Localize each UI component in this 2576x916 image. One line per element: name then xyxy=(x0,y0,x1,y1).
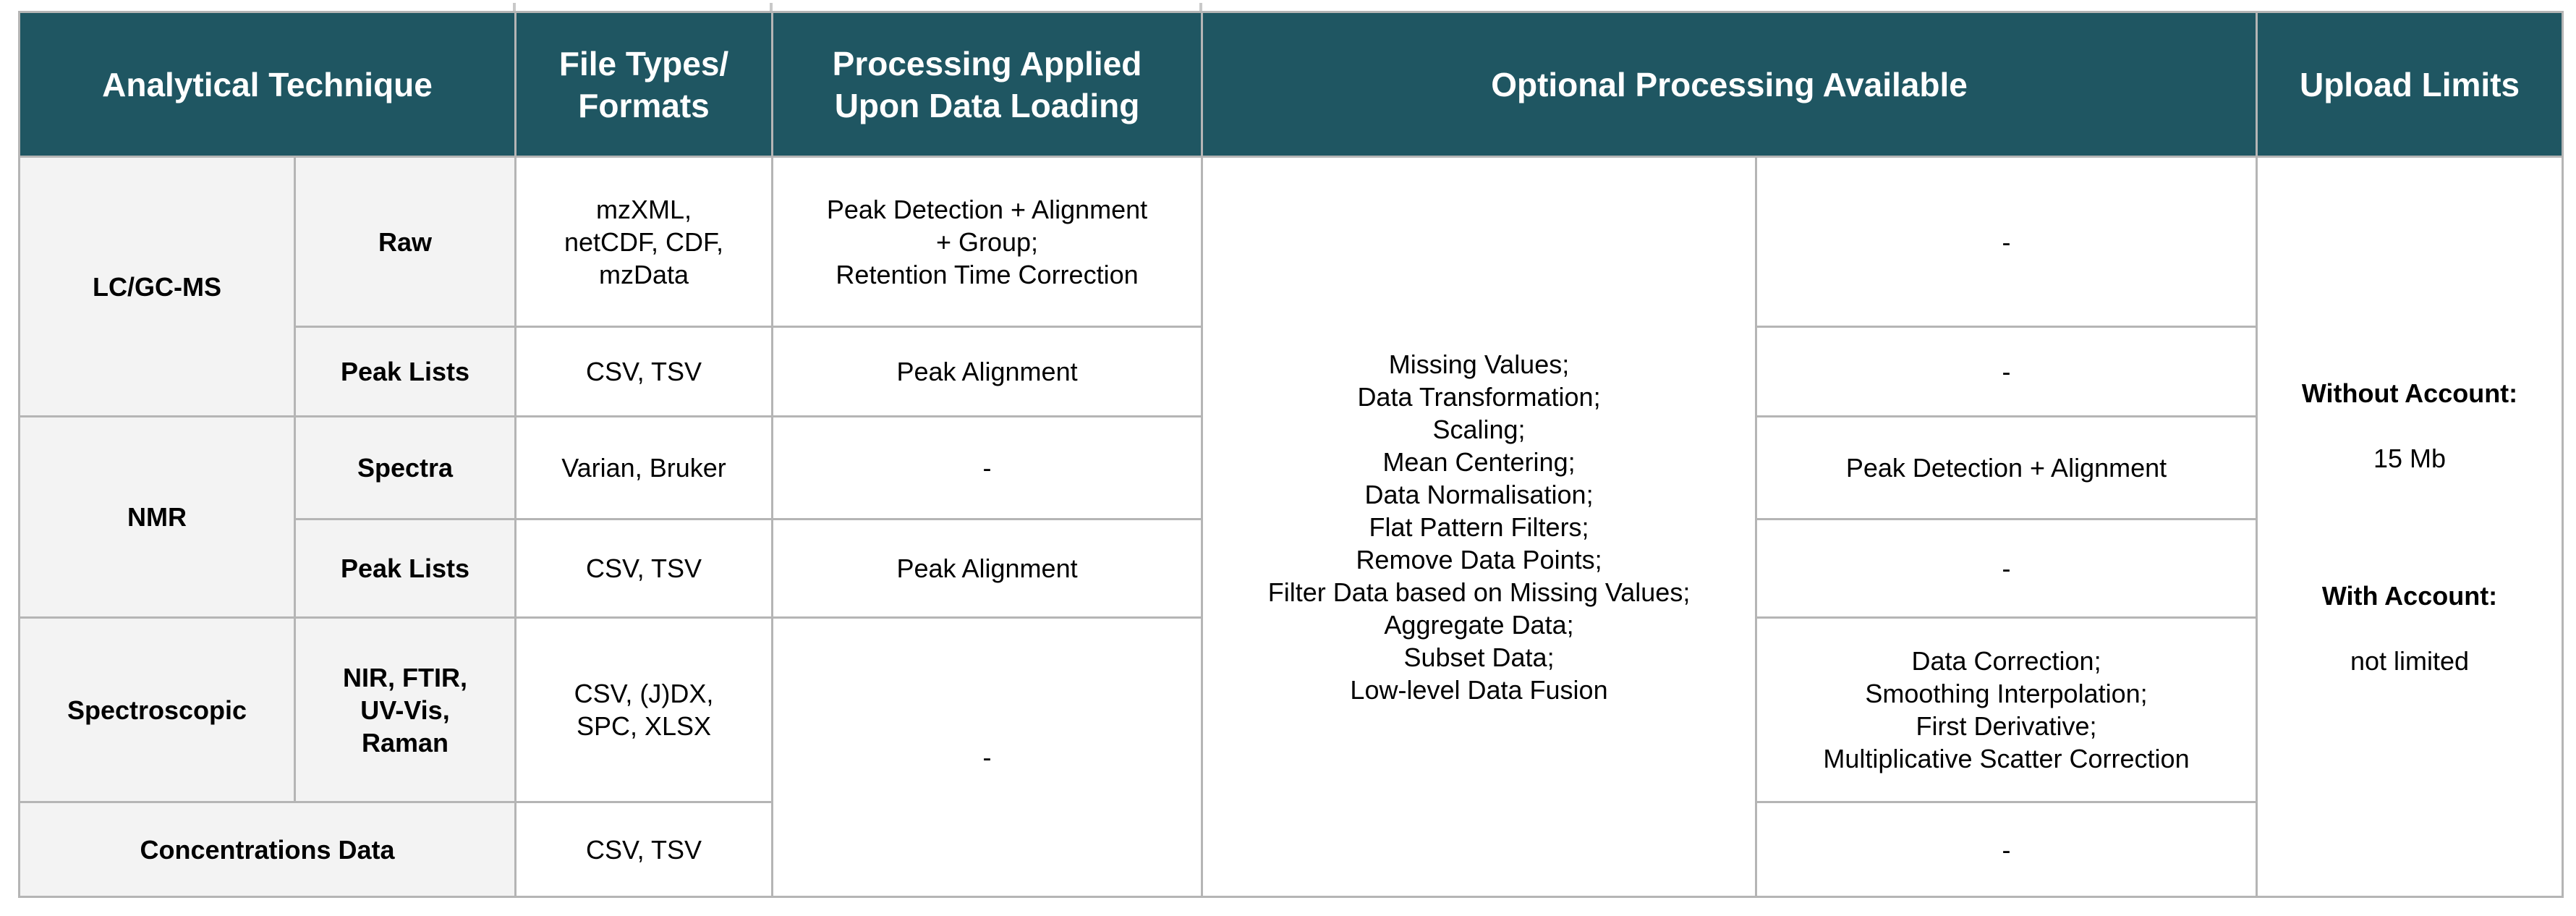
header-optional-processing: Optional Processing Available xyxy=(1201,11,2258,158)
header-upload-limits: Upload Limits xyxy=(2256,11,2564,158)
row-spectroscopic: Spectroscopic NIR, FTIR, UV-Vis, Raman C… xyxy=(18,616,2563,898)
cell-concentrations-file-types: CSV, TSV xyxy=(514,801,774,898)
cell-nmr-peak-lists-label: Peak Lists xyxy=(293,518,517,619)
cell-lcgcms-peak-lists-file-types: CSV, TSV xyxy=(514,326,774,417)
cell-lcgcms-raw-file-types: mzXML, netCDF, CDF, mzData xyxy=(514,156,774,328)
row-concentrations: Concentrations Data CSV, TSV - xyxy=(17,801,2563,898)
cell-concentrations-optional-extra: - xyxy=(1755,801,2258,898)
cell-lcgcms-peak-lists-on-load: Peak Alignment xyxy=(771,326,1204,417)
header-processing-applied: Processing Applied Upon Data Loading xyxy=(771,11,1204,158)
row-nmr-spectra: NMR Spectra Varian, Bruker - Peak Detect… xyxy=(18,415,2563,619)
cell-optional-common: Missing Values; Data Transformation; Sca… xyxy=(1201,156,1758,898)
header-row: Analytical Technique File Types/ Formats… xyxy=(17,11,2564,158)
cell-nmr-peak-lists-on-load: Peak Alignment xyxy=(771,518,1204,619)
cell-nmr-label: NMR xyxy=(18,415,296,619)
upload-formats-table: Analytical Technique File Types/ Formats… xyxy=(17,11,2564,898)
cell-spectroscopic-label: Spectroscopic xyxy=(18,616,296,803)
upload-limit-without-account-label: Without Account: xyxy=(2301,378,2518,408)
cell-lcgcms-label: LC/GC-MS xyxy=(18,156,296,417)
header-analytical-technique: Analytical Technique xyxy=(17,11,517,158)
row-lcgcms-raw: LC/GC-MS Raw mzXML, netCDF, CDF, mzData … xyxy=(18,156,2564,898)
row-nmr-peak-lists: Peak Lists CSV, TSV Peak Alignment - xyxy=(20,518,2563,619)
cell-spectroscopic-optional-extra: Data Correction; Smoothing Interpolation… xyxy=(1755,616,2258,803)
cell-lcgcms-raw-optional-extra: - xyxy=(1755,156,2258,328)
cell-lcgcms-peak-lists-optional-extra: - xyxy=(1755,326,2258,417)
upload-limit-without-account-value: 15 Mb xyxy=(2373,443,2447,473)
spacer xyxy=(2268,507,2551,547)
column-grid-tick xyxy=(770,3,773,12)
cell-lcgcms-raw-label: Raw xyxy=(293,156,517,328)
cell-nmr-peak-lists-optional-extra: - xyxy=(1755,518,2258,619)
cell-nmr-peak-lists-file-types: CSV, TSV xyxy=(514,518,774,619)
row-lcgcms-peak-lists: Peak Lists CSV, TSV Peak Alignment - xyxy=(20,326,2563,417)
cell-nmr-spectra-on-load: - xyxy=(771,415,1204,520)
cell-nmr-spectra-label: Spectra xyxy=(293,415,517,520)
column-grid-tick xyxy=(1199,3,1202,12)
cell-upload-limits: Without Account: 15 Mb With Account: not… xyxy=(2256,156,2564,898)
column-grid-tick xyxy=(513,3,516,12)
cell-nmr-spectra-file-types: Varian, Bruker xyxy=(514,415,774,520)
cell-spectroscopic-concentrations-on-load: - xyxy=(771,616,1204,898)
header-file-types: File Types/ Formats xyxy=(514,11,774,158)
upload-limit-with-account-value: not limited xyxy=(2350,645,2470,676)
upload-limit-with-account-label: With Account: xyxy=(2321,580,2498,611)
cell-nmr-spectra-optional-extra: Peak Detection + Alignment xyxy=(1755,415,2258,520)
cell-lcgcms-peak-lists-label: Peak Lists xyxy=(293,326,517,417)
cell-lcgcms-raw-on-load: Peak Detection + Alignment + Group; Rete… xyxy=(771,156,1204,328)
cell-spectroscopic-file-types: CSV, (J)DX, SPC, XLSX xyxy=(514,616,774,803)
cell-concentrations-label: Concentrations Data xyxy=(17,801,517,898)
cell-spectroscopic-sub-label: NIR, FTIR, UV-Vis, Raman xyxy=(293,616,517,803)
